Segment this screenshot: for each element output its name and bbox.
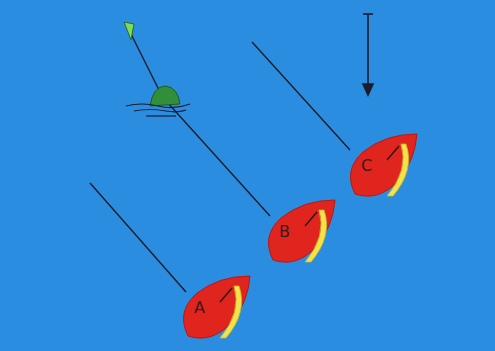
wind-arrow [363, 14, 373, 95]
sailboat: B [261, 196, 339, 268]
sailboat: A [176, 272, 254, 344]
boat-outline [343, 130, 421, 202]
buoy-pole [130, 32, 160, 92]
boat-label: C [361, 158, 372, 174]
buoy-flag [124, 22, 134, 40]
boat-label: A [194, 300, 205, 316]
sailboat: C [343, 130, 421, 202]
water-waves [126, 104, 190, 116]
boat-outline [261, 196, 339, 268]
layline [90, 183, 186, 292]
boat-outline [176, 272, 254, 344]
layline [252, 42, 350, 150]
layline [167, 102, 270, 216]
boat-label: B [279, 224, 290, 240]
buoy [150, 86, 180, 106]
